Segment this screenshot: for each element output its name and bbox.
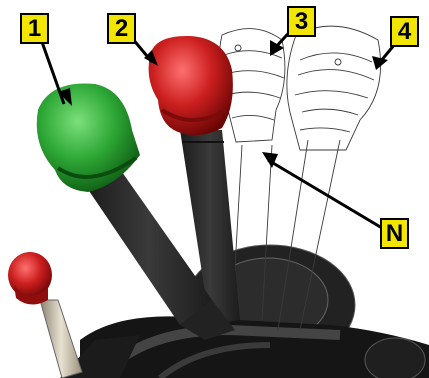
small-red-knob-lever — [8, 252, 82, 378]
leader-line-n — [268, 160, 382, 228]
callout-label-3: 3 — [287, 6, 316, 37]
lever-base-housing — [60, 245, 429, 378]
callout-label-1: 1 — [20, 13, 49, 44]
callout-label-n: N — [380, 218, 409, 249]
callout-label-2: 2 — [107, 13, 136, 44]
leader-arrow-4 — [372, 56, 388, 70]
callout-label-4: 4 — [390, 16, 419, 47]
